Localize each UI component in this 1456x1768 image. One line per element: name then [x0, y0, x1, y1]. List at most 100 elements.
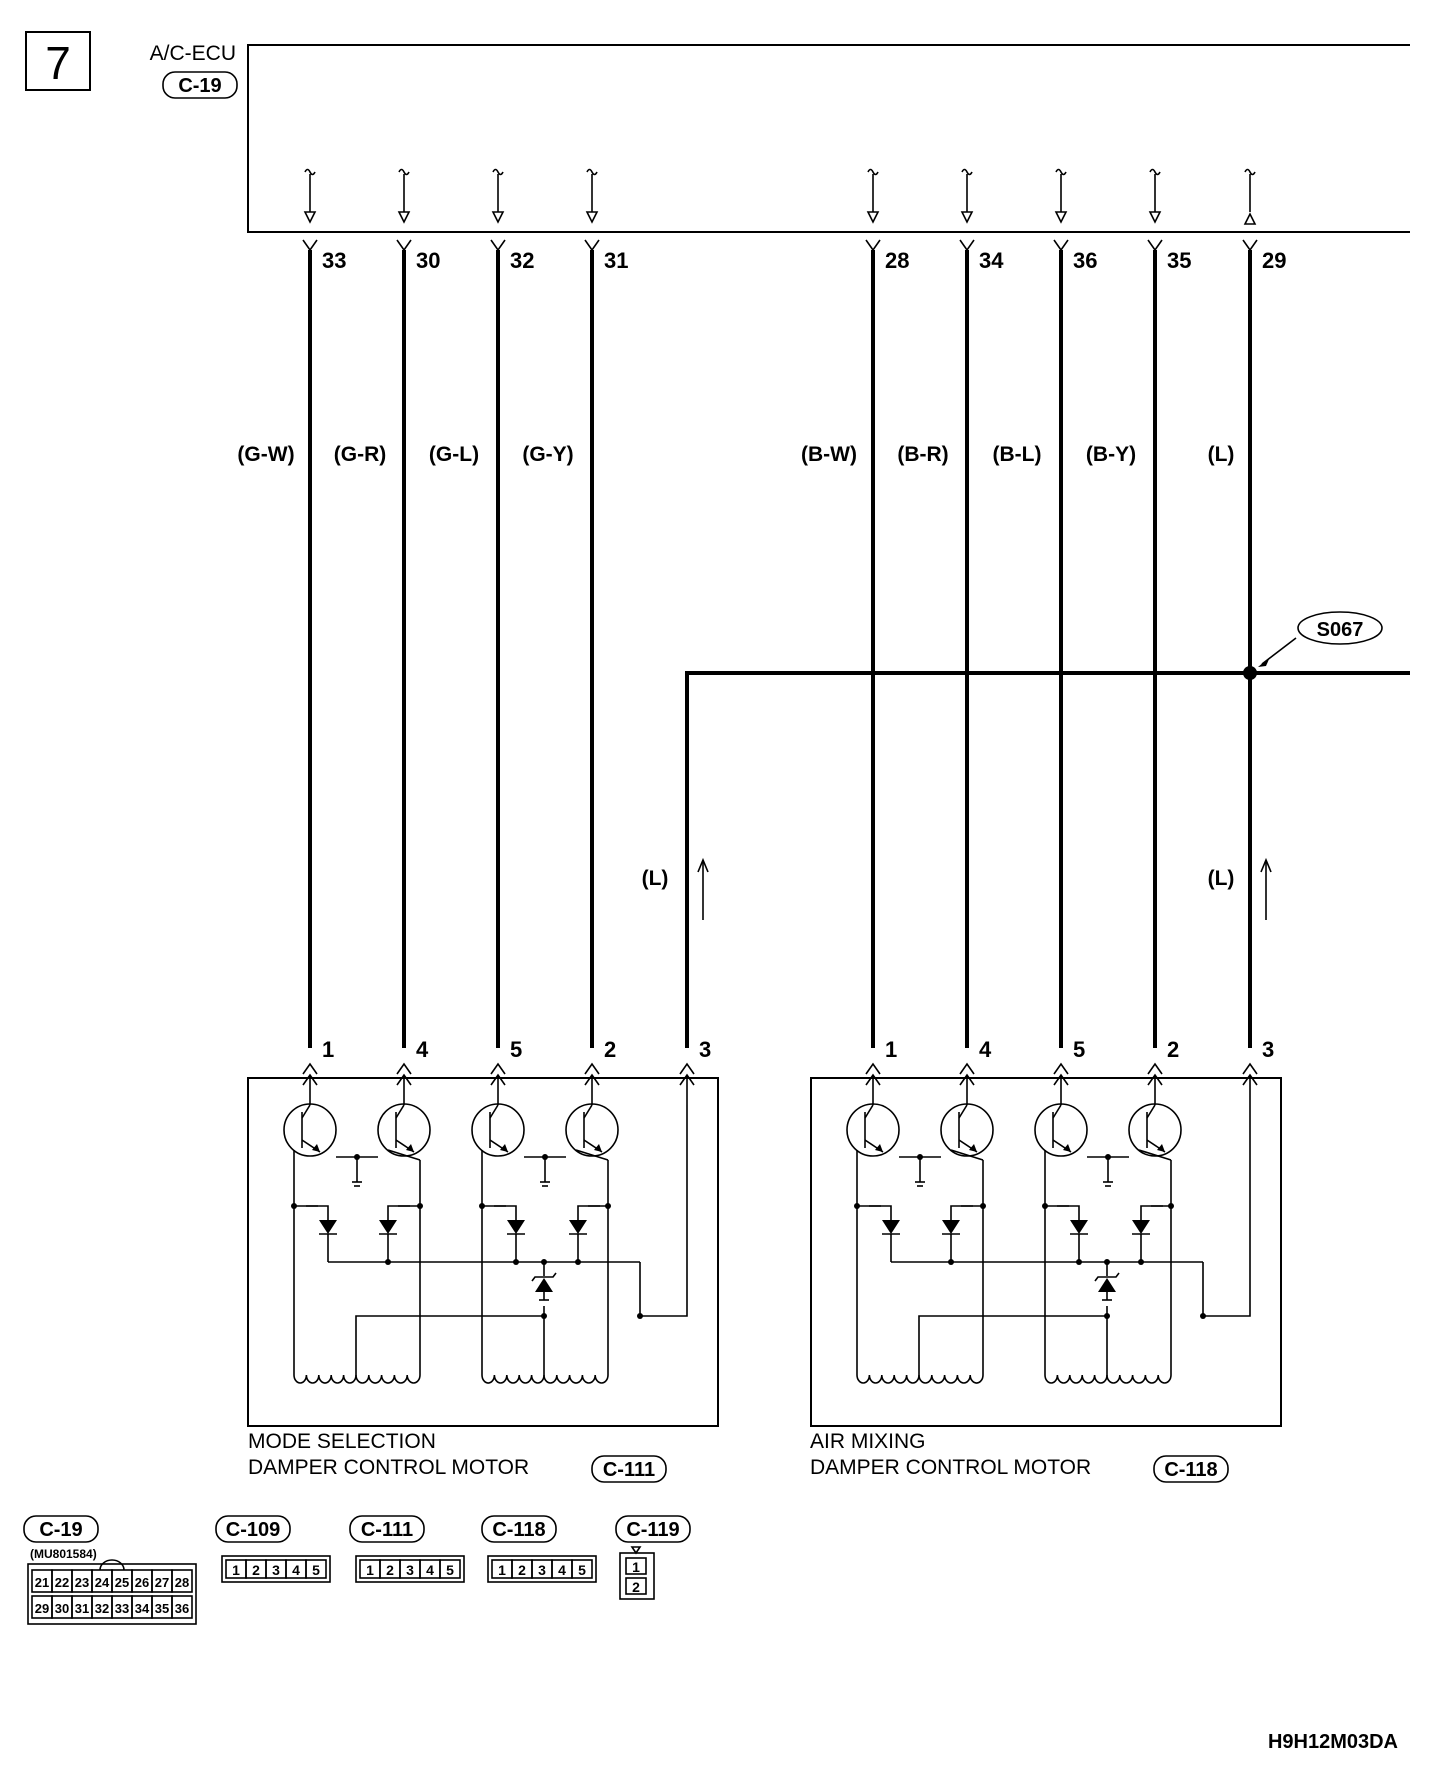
wire-color-by: (B-Y): [1086, 443, 1136, 466]
ecu-pin-28: 28: [885, 248, 909, 273]
motor-pin-labels: 1 4 5 2 3 1 4 5 2 3: [322, 1037, 1274, 1062]
wire-color-labels: (G-W) (G-R) (G-L) (G-Y) (B-W) (B-R) (B-L…: [237, 443, 1234, 890]
air-motor-pin-2: 2: [1167, 1037, 1179, 1062]
c19-pin: 34: [135, 1601, 150, 1616]
diode-symbol: [942, 1220, 960, 1234]
splice-point: [1243, 666, 1257, 680]
ecu-pin-labels: 33 30 32 31 28 34 36 35 29: [322, 248, 1286, 273]
ecu-pin-marker: [1149, 168, 1161, 176]
ecu-pin-marker: [961, 168, 973, 176]
wire-color-l-air: (L): [1208, 867, 1235, 890]
transistor-symbol: [940, 1103, 994, 1157]
c118-name: C-118: [492, 1519, 545, 1541]
page-number: 7: [45, 37, 71, 89]
connector-pin: 2: [252, 1562, 260, 1578]
transistor-symbol: [565, 1103, 619, 1157]
ecu-pin-marker: [1055, 168, 1067, 176]
motor-coil: [1044, 1374, 1108, 1384]
ecu-pin-29: 29: [1262, 248, 1286, 273]
mode-motor-connector-badge: [591, 1455, 667, 1483]
mode-selection-motor-circuit: [247, 1062, 719, 1427]
connector-pin: 5: [312, 1562, 320, 1578]
ecu-pin-marker: [867, 168, 879, 176]
connector-pin: 4: [558, 1562, 566, 1578]
c19-pin: 23: [75, 1575, 89, 1590]
air-motor-pin-5: 5: [1073, 1037, 1085, 1062]
diode-symbol: [1070, 1220, 1088, 1234]
air-motor-pin-1: 1: [885, 1037, 897, 1062]
connector-pin: 5: [446, 1562, 454, 1578]
connector-pin: 4: [292, 1562, 300, 1578]
wire-color-l-top: (L): [1208, 443, 1235, 466]
connector-pin: 4: [426, 1562, 434, 1578]
wire-color-l-mode: (L): [642, 867, 669, 890]
motor-housing: [810, 1077, 1282, 1427]
connector-pin: 2: [386, 1562, 394, 1578]
mode-motor-pin-3: 3: [699, 1037, 711, 1062]
connector-pin: 1: [366, 1562, 374, 1578]
c109-name: C-109: [226, 1519, 280, 1541]
air-motor-connector: C-118: [1164, 1459, 1217, 1481]
ecu-pin-marker: [1244, 168, 1256, 176]
wire-color-gr: (G-R): [334, 443, 386, 466]
motor-coil: [918, 1374, 984, 1384]
c19-pin: 33: [115, 1601, 129, 1616]
c119-pin-2: 2: [632, 1579, 640, 1595]
splice-label: S067: [1317, 619, 1364, 641]
current-arrows: [697, 857, 1272, 920]
ecu-pin-36: 36: [1073, 248, 1097, 273]
transistor-symbol: [846, 1103, 900, 1157]
diode-symbol: [882, 1220, 900, 1234]
c19-pin: 35: [155, 1601, 169, 1616]
c19-pin: 28: [175, 1575, 189, 1590]
splice-badge: [1297, 611, 1383, 645]
wire-color-gw: (G-W): [237, 443, 294, 466]
transistor-symbol: [377, 1103, 431, 1157]
c19-pin: 27: [155, 1575, 169, 1590]
ecu-pin-marker: [304, 168, 316, 176]
ecu-pin-marker: [398, 168, 410, 176]
ecu-name: A/C-ECU: [150, 42, 236, 65]
c19-pin: 26: [135, 1575, 149, 1590]
ecu-box: [247, 44, 1410, 233]
page-number-box: [25, 31, 91, 91]
c19-pin: 25: [115, 1575, 129, 1590]
wire-color-br: (B-R): [897, 443, 948, 466]
zener-symbol: [1098, 1278, 1116, 1292]
c19-pin: 22: [55, 1575, 69, 1590]
c119-pin-1: 1: [632, 1559, 640, 1575]
ecu-pin-symbols: [302, 168, 1258, 252]
motor-housing: [247, 1077, 719, 1427]
ecu-connector: C-19: [178, 75, 221, 97]
c19-pin: 29: [35, 1601, 49, 1616]
c19-pin: 30: [55, 1601, 69, 1616]
mode-motor-pin-4: 4: [416, 1037, 429, 1062]
transistor-symbol: [471, 1103, 525, 1157]
diode-symbol: [319, 1220, 337, 1234]
wire-color-gy: (G-Y): [522, 443, 573, 466]
mode-motor-label-1: MODE SELECTION: [248, 1430, 436, 1453]
c19-pin: 24: [95, 1575, 110, 1590]
air-motor-label-1: AIR MIXING: [810, 1430, 926, 1453]
connector-pin: 5: [578, 1562, 586, 1578]
c19-pin: 31: [75, 1601, 89, 1616]
ecu-pin-32: 32: [510, 248, 534, 273]
mode-motor-label-2: DAMPER CONTROL MOTOR: [248, 1456, 529, 1479]
ecu-pin-35: 35: [1167, 248, 1191, 273]
c111-name: C-111: [361, 1519, 413, 1541]
mode-motor-pin-1: 1: [322, 1037, 334, 1062]
motor-coil: [856, 1374, 920, 1384]
mode-wires: [308, 250, 1410, 1048]
motor-coil: [293, 1374, 357, 1384]
transistor-symbol: [1128, 1103, 1182, 1157]
motor-coil: [1106, 1374, 1172, 1384]
motor-coil: [481, 1374, 545, 1384]
zener-symbol: [535, 1278, 553, 1292]
diode-symbol: [1132, 1220, 1150, 1234]
c19-pin: 32: [95, 1601, 109, 1616]
air-wires: [871, 250, 1252, 1048]
c19-part: (MU801584): [30, 1547, 97, 1561]
